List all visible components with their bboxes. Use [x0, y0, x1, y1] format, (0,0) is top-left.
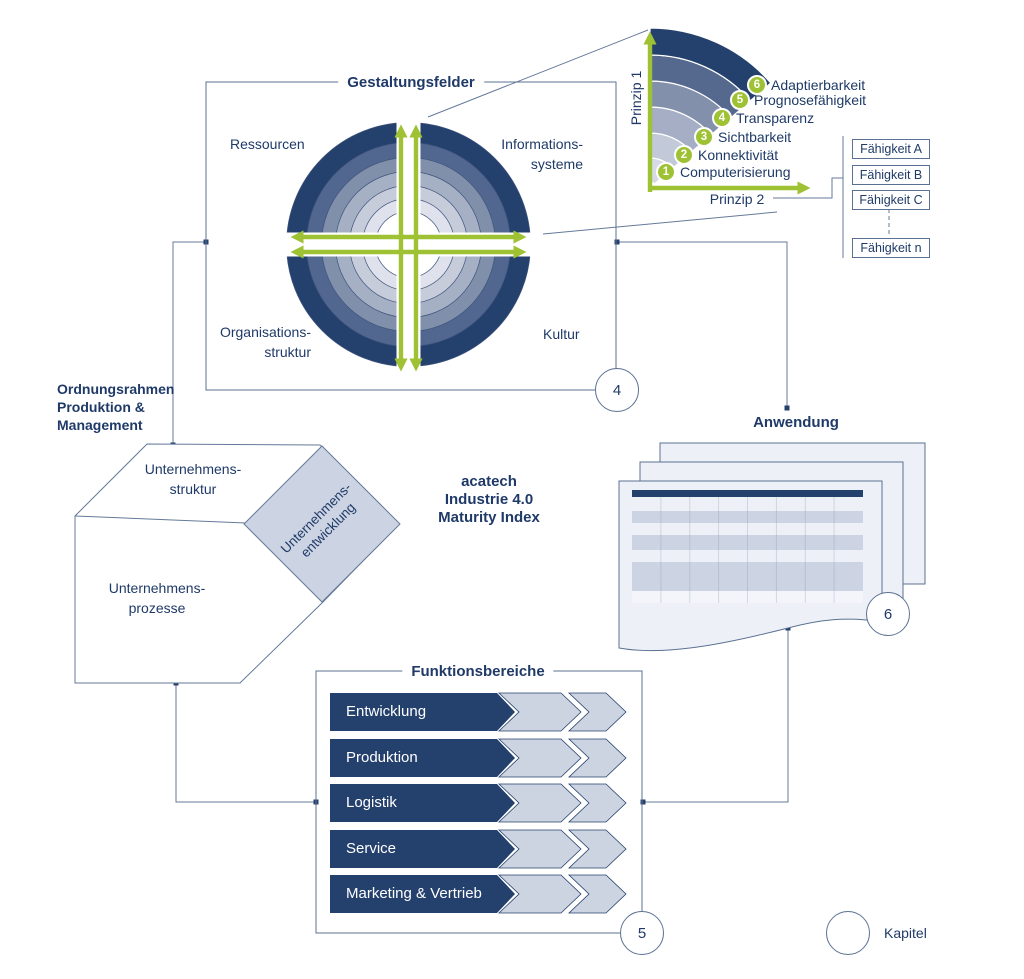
- funktionsbereiche-arrows: [330, 692, 627, 914]
- area-label-marketing-vertrieb: Marketing & Vertrieb: [346, 885, 482, 902]
- prinzip1-axis-label: Prinzip 1: [628, 70, 644, 126]
- area-label-entwicklung: Entwicklung: [346, 703, 427, 720]
- center-title-line1: acatech: [461, 473, 517, 490]
- chapter-circle-6: 6: [866, 592, 910, 636]
- unternehmensstruktur-line1: Unternehmens-: [144, 461, 242, 477]
- stage-dot-6: 6: [747, 75, 767, 95]
- center-title-line2: Industrie 4.0: [444, 491, 534, 508]
- quadrant-label-informationssysteme-line2: systeme: [530, 156, 583, 172]
- ordnungsrahmen-shape: [74, 443, 401, 684]
- area-label-service: Service: [346, 840, 397, 857]
- anwendung-pages: [618, 442, 926, 652]
- legend-kapitel-label: Kapitel: [884, 925, 927, 941]
- legend-chapter-circle: [826, 911, 870, 955]
- stage-dot-1: 1: [656, 162, 676, 182]
- ordnungsrahmen-label-line2: Produktion &: [57, 399, 145, 415]
- stage-dot-4: 4: [712, 108, 732, 128]
- unternehmensprozesse-line1: Unternehmens-: [108, 580, 206, 596]
- ordnungsrahmen-label-line3: Management: [57, 417, 143, 433]
- stage-label-transparenz: Transparenz: [736, 110, 815, 126]
- ordnungsrahmen-label-line1: Ordnungsrahmen: [57, 381, 175, 397]
- cross-arrows: [290, 124, 527, 372]
- prinzip2-axis-label: Prinzip 2: [709, 191, 765, 207]
- faehigkeit-n-box: Fähigkeit n: [852, 238, 930, 258]
- quadrant-label-organisationsstruktur-line1: Organisations-: [219, 324, 311, 340]
- faehigkeit-a-box: Fähigkeit A: [852, 139, 930, 159]
- quadrant-label-organisationsstruktur-line2: struktur: [264, 344, 311, 360]
- area-label-produktion: Produktion: [346, 749, 418, 766]
- anwendung-title: Anwendung: [753, 414, 839, 431]
- quadrant-label-informationssysteme-line1: Informations-: [501, 136, 583, 152]
- unternehmensprozesse-line2: prozesse: [128, 600, 186, 616]
- gestaltungsfelder-title: Gestaltungsfelder: [338, 74, 484, 91]
- stage-label-konnektivitaet: Konnektivität: [698, 147, 779, 163]
- faehigkeit-b-box: Fähigkeit B: [852, 165, 930, 185]
- chapter-circle-5: 5: [620, 911, 664, 955]
- stage-dot-3: 3: [694, 127, 714, 147]
- stage-dot-2: 2: [674, 145, 694, 165]
- stage-label-prognosefaehigkeit: Prognosefähigkeit: [754, 92, 867, 108]
- stage-label-sichtbarkeit: Sichtbarkeit: [718, 129, 792, 145]
- quadrant-label-kultur: Kultur: [543, 326, 580, 342]
- area-label-logistik: Logistik: [346, 794, 397, 811]
- stage-dot-5: 5: [730, 90, 750, 110]
- stage-label-computerisierung: Computerisierung: [680, 164, 791, 180]
- faehigkeit-c-box: Fähigkeit C: [852, 190, 930, 210]
- unternehmensentwicklung-diamond: [243, 445, 401, 603]
- funktionsbereiche-title: Funktionsbereiche: [402, 663, 554, 680]
- chapter-circle-4: 4: [595, 368, 639, 412]
- quadrant-label-ressourcen: Ressourcen: [230, 136, 305, 152]
- stage-label-adaptierbarkeit: Adaptierbarkeit: [771, 77, 866, 93]
- center-title-line3: Maturity Index: [438, 509, 540, 526]
- unternehmensstruktur-line2: struktur: [169, 481, 217, 497]
- anwendung-table: [632, 490, 863, 603]
- principle-axes: [643, 31, 811, 195]
- connector-lines: [172, 29, 890, 803]
